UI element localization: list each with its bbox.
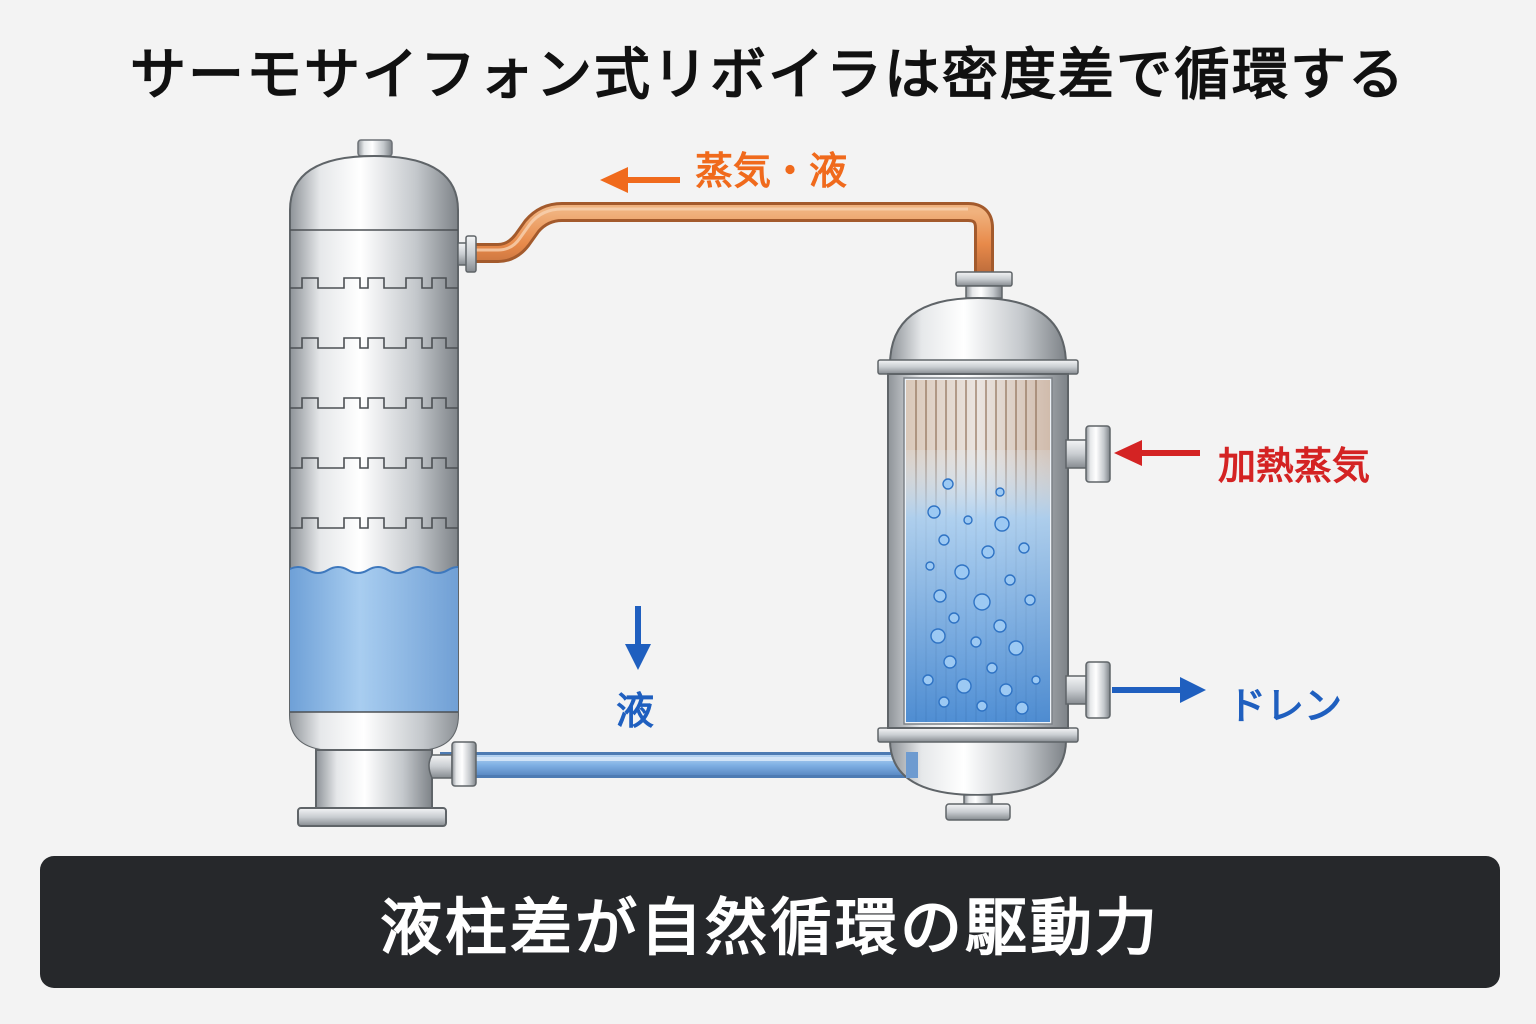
- vapor-bubbles: [922, 478, 1041, 715]
- reboiler-vessel: [877, 271, 1111, 821]
- drain-arrow: [1112, 677, 1206, 703]
- liquid-feed-pipe: [440, 752, 910, 778]
- drain-label: ドレン: [1228, 684, 1343, 728]
- footer-text: 液柱差が自然循環の駆動力: [379, 891, 1160, 964]
- footer-banner: 液柱差が自然循環の駆動力: [40, 856, 1500, 988]
- liquid-flow-arrow: [625, 606, 651, 670]
- vapor-flow-arrow: [600, 167, 680, 193]
- distillation-column: [289, 139, 477, 827]
- vapor-return-pipe: [470, 202, 994, 276]
- liquid-label: 液: [616, 689, 655, 733]
- vapor-liquid-label: 蒸気・液: [695, 149, 848, 193]
- page-title: サーモサイフォン式リボイラは密度差で循環する: [130, 43, 1406, 108]
- heating-steam-label: 加熱蒸気: [1218, 444, 1371, 488]
- heating-steam-arrow: [1114, 440, 1200, 466]
